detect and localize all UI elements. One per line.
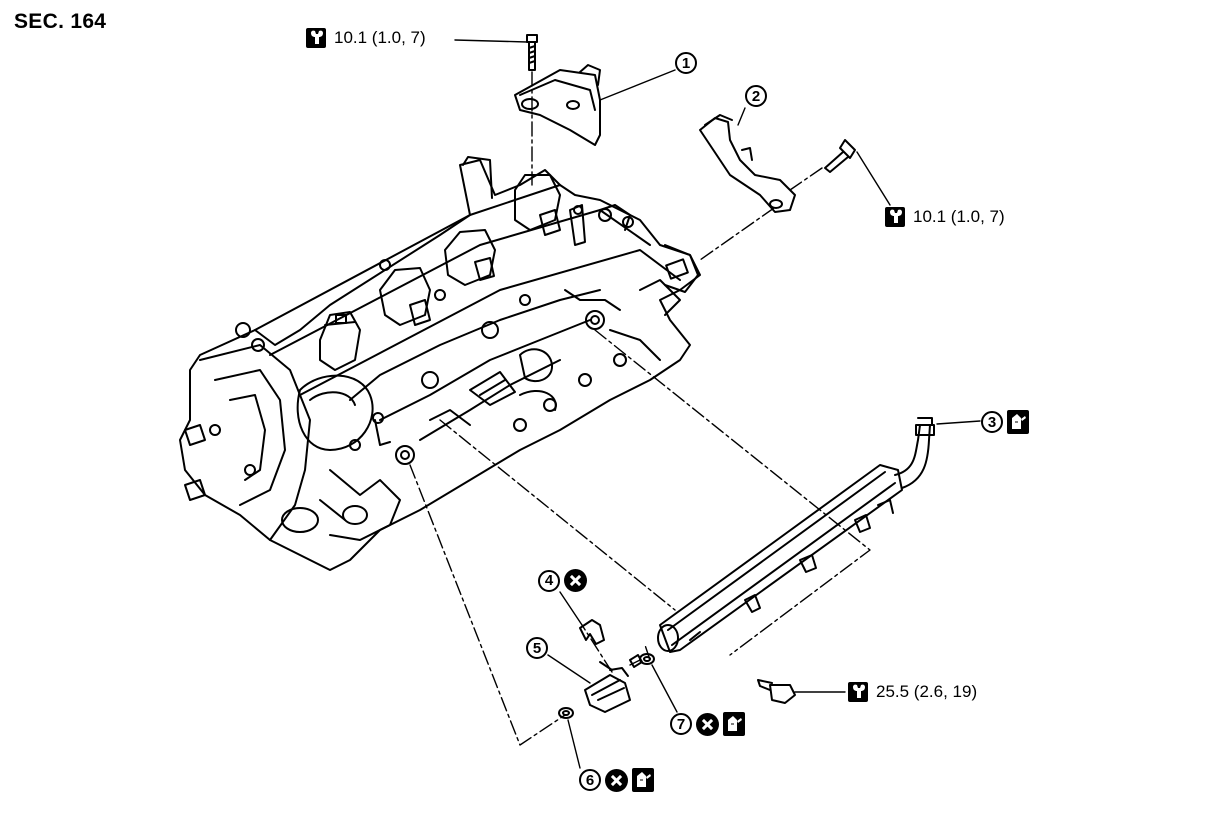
section-title: SEC. 164 (14, 10, 107, 33)
torque-value: 10.1 (1.0, 7) (913, 207, 1005, 226)
assembly-lines (409, 71, 871, 746)
torque-spec-bracket-bolt: 10.1 (1.0, 7) (885, 207, 1005, 227)
torque-spec-top-bolt: 10.1 (1.0, 7) (306, 28, 426, 48)
wrench-torque-icon (306, 28, 326, 48)
harness-bracket-part-1 (514, 64, 601, 146)
callout-number: 7 (670, 713, 692, 735)
bolt-top (526, 34, 538, 71)
callout-7: 7 (670, 712, 745, 736)
oil-apply-icon (632, 768, 654, 792)
callout-number: 3 (981, 411, 1003, 433)
callout-1: 1 (675, 52, 697, 74)
bolt-rail (757, 679, 796, 704)
callout-number: 1 (675, 52, 697, 74)
callout-number: 6 (579, 769, 601, 791)
ignition-coil-bosses (319, 156, 561, 371)
callout-6: 6 (579, 768, 654, 792)
fuel-injector (584, 661, 631, 713)
leader-lines (454, 39, 981, 769)
do-not-reuse-icon (696, 712, 719, 736)
do-not-reuse-icon (564, 569, 587, 592)
cylinder-head (179, 156, 701, 571)
wrench-torque-icon (885, 207, 905, 227)
bracket-part-2 (699, 114, 796, 213)
torque-value: 25.5 (2.6, 19) (876, 682, 978, 701)
torque-spec-rail-bolt: 25.5 (2.6, 19) (848, 682, 977, 702)
clip-part-4 (579, 619, 605, 645)
callout-number: 2 (745, 85, 767, 107)
callout-number: 5 (526, 637, 548, 659)
do-not-reuse-icon (605, 768, 628, 792)
bolt-bracket (824, 139, 856, 173)
callout-number: 4 (538, 569, 560, 592)
callout-3: 3 (981, 410, 1029, 434)
o-ring-part-6 (558, 707, 574, 719)
wrench-torque-icon (848, 682, 868, 702)
callout-4: 4 (538, 569, 587, 592)
callout-2: 2 (745, 85, 767, 107)
callout-5: 5 (526, 637, 548, 659)
torque-value: 10.1 (1.0, 7) (334, 28, 426, 47)
oil-apply-icon (1007, 410, 1029, 434)
fuel-rail (657, 417, 935, 653)
injector-nozzle (629, 654, 643, 668)
oil-apply-icon (723, 712, 745, 736)
